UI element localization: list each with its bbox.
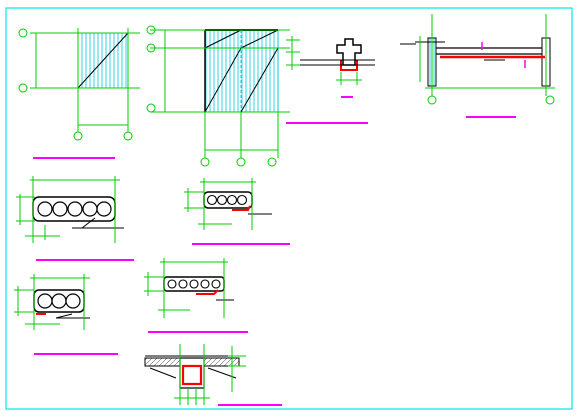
- grid-axis-bubble: [267, 157, 277, 167]
- beam-slab-joint-section: [144, 344, 282, 406]
- hollow-slab-section-5-holes: [16, 176, 134, 261]
- grid-axis-bubble: [73, 131, 83, 141]
- grid-axis-bubble: [545, 95, 555, 105]
- detail-title-bar: [341, 96, 353, 98]
- detail-title-bar: [34, 353, 118, 355]
- grid-axis-bubble: [146, 103, 156, 113]
- grid-axis-bubble: [18, 28, 28, 38]
- grid-axis-bubble: [123, 131, 133, 141]
- grid-axis-bubble: [18, 83, 28, 93]
- detail-title-bar: [192, 243, 290, 245]
- wall-beam-section: [400, 14, 555, 118]
- grid-axis-bubble: [200, 157, 210, 167]
- detail-title-bar: [33, 157, 115, 159]
- hollow-slab-section-4-holes: [184, 178, 290, 245]
- floor-plan-double-bay: [146, 25, 290, 167]
- detail-title-bar: [36, 259, 134, 261]
- detail-title-bar: [286, 122, 368, 124]
- detail-title-bar: [466, 116, 516, 118]
- grid-axis-bubble: [427, 95, 437, 105]
- grid-axis-bubble: [236, 157, 246, 167]
- joint-section-cross: [286, 36, 375, 124]
- drawing-frame: [5, 7, 573, 410]
- detail-title-bar: [148, 331, 248, 333]
- grid-axis-bubble: [146, 43, 156, 53]
- detail-title-bar: [218, 404, 282, 406]
- hollow-slab-section-3-holes: [14, 274, 118, 355]
- floor-plan-single-bay: [18, 28, 140, 159]
- hollow-slab-section-5-small-holes: [144, 258, 248, 333]
- grid-axis-bubble: [146, 25, 156, 35]
